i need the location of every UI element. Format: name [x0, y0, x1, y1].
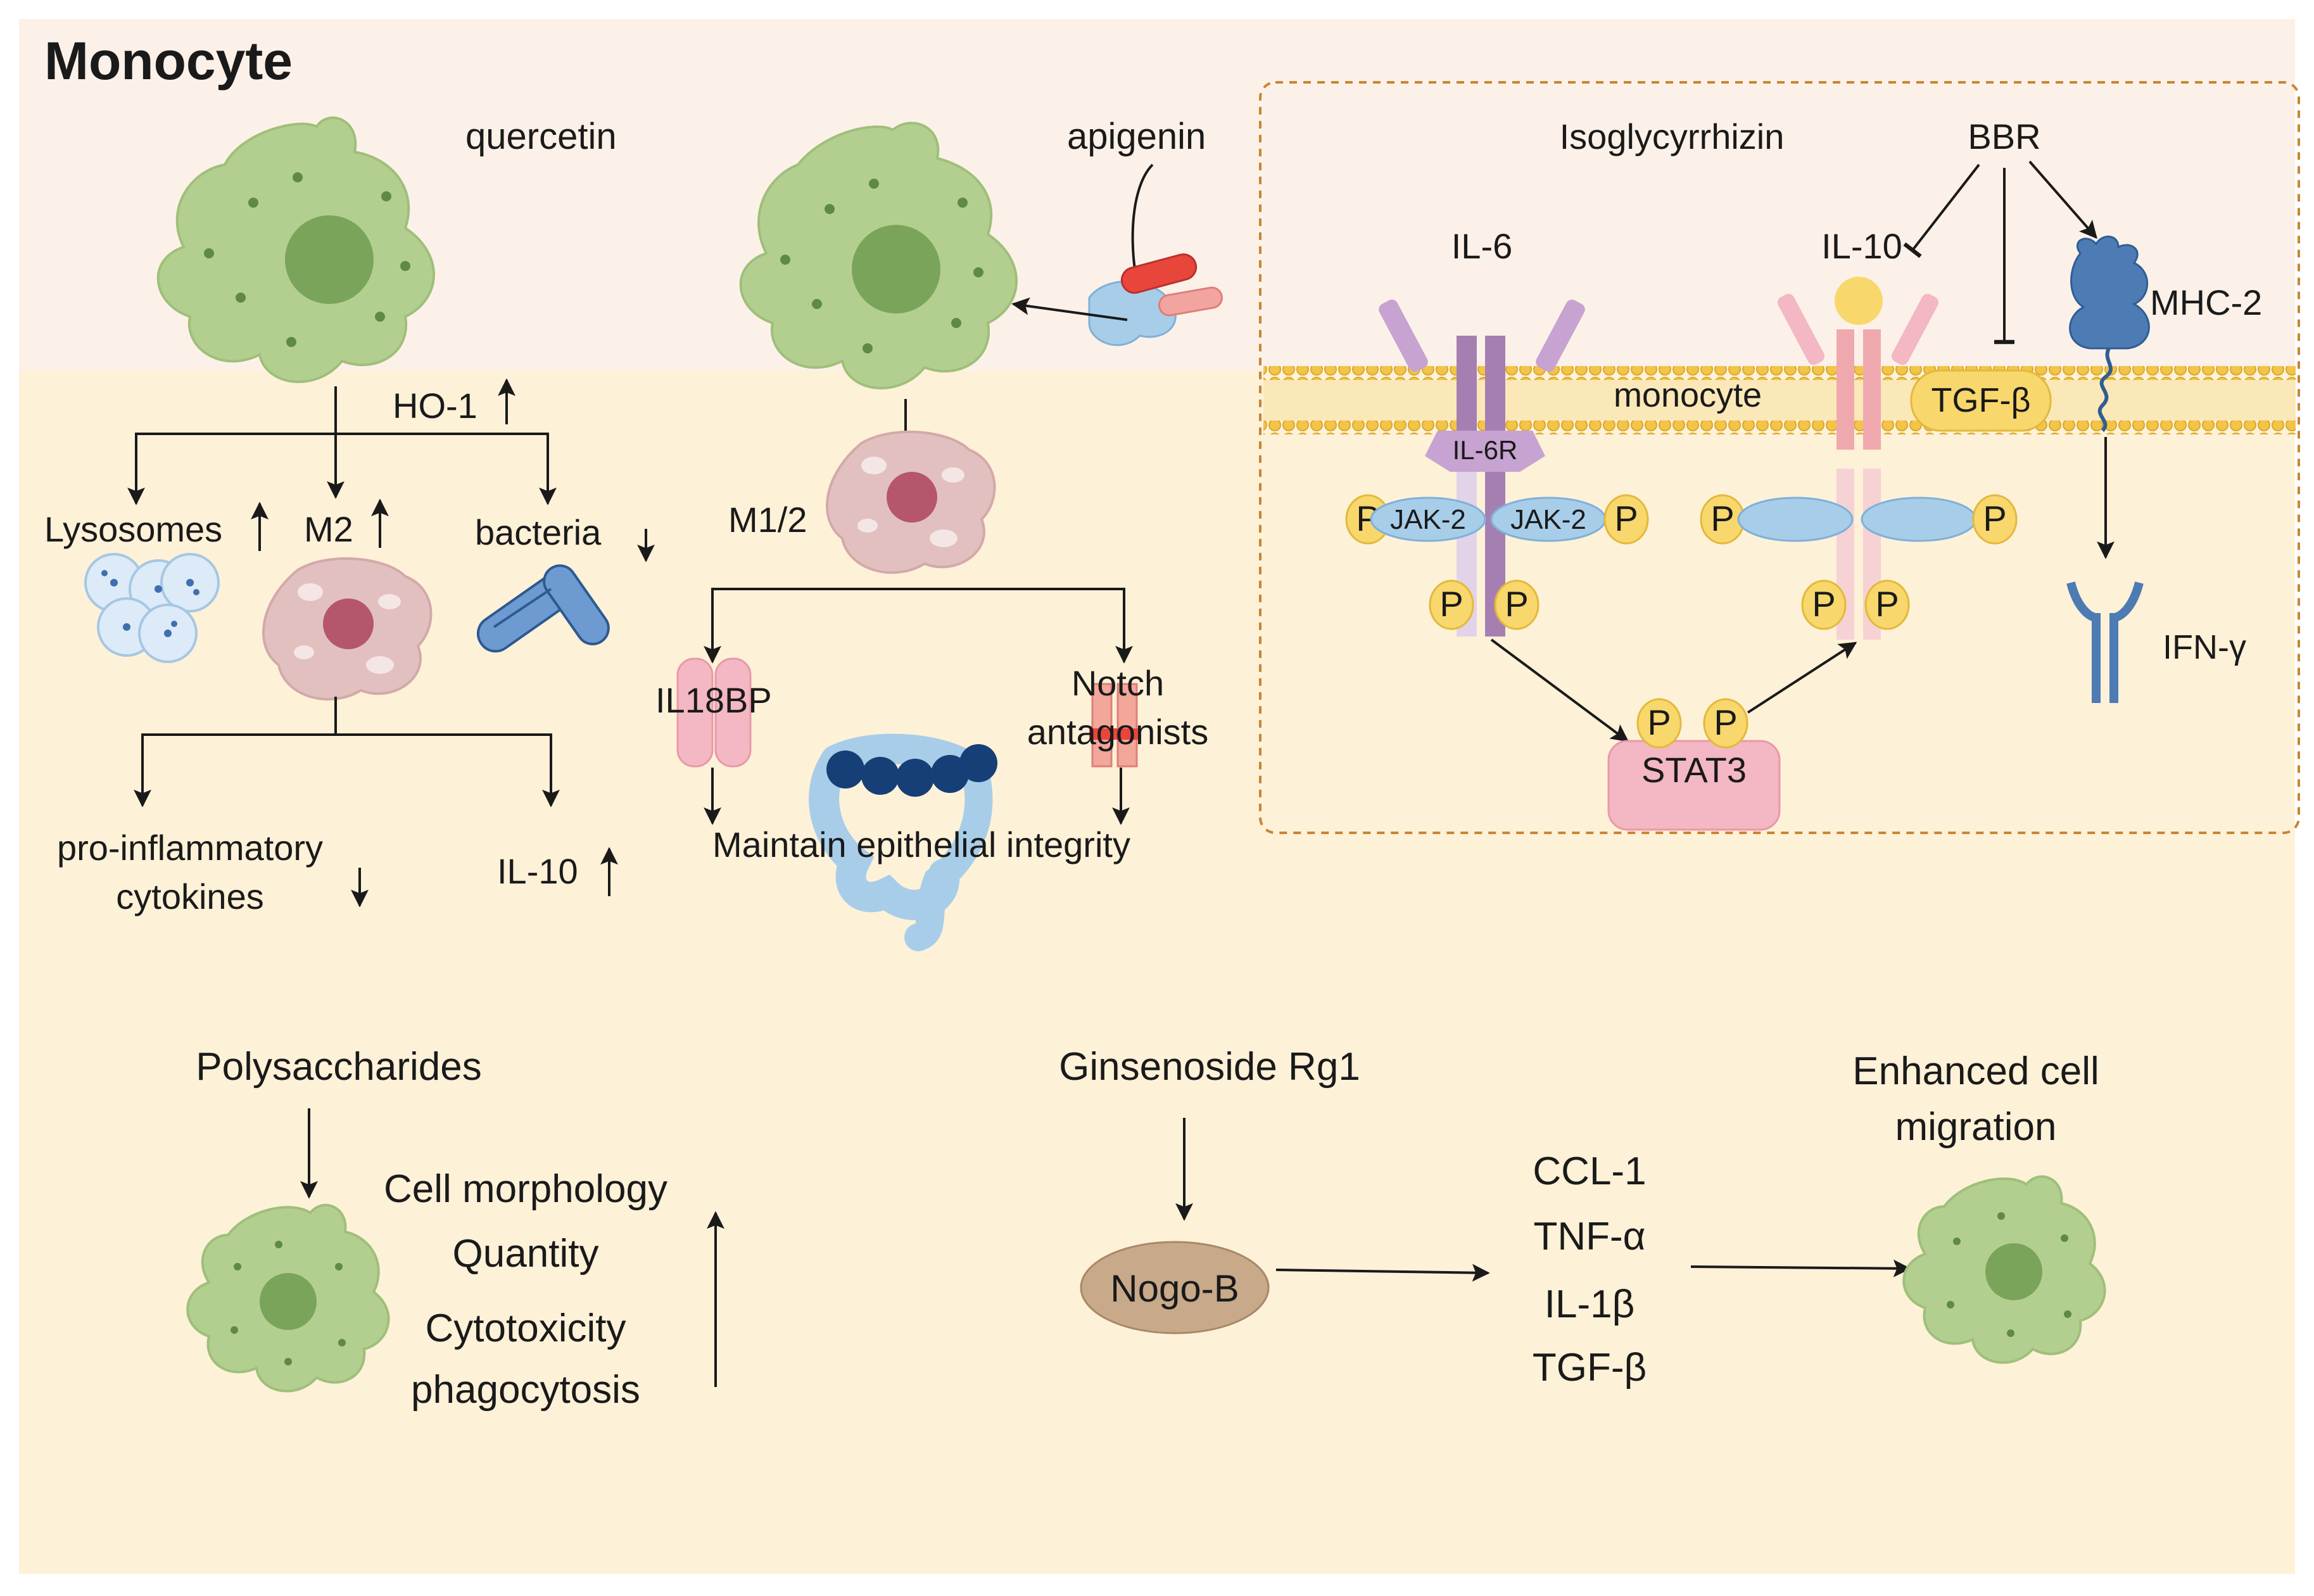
nucleus-icon: [285, 215, 374, 304]
bacteria-label: bacteria: [475, 512, 602, 552]
notch-icon: [1089, 683, 1140, 768]
stat3-label: STAT3: [1641, 750, 1747, 790]
poly-item-0: Cell morphology: [384, 1167, 667, 1211]
poly-item-1: Quantity: [453, 1232, 599, 1276]
monocyte-membrane-label: monocyte: [1614, 376, 1762, 414]
quercetin-panel: quercetin HO-1 Lysosomes M2 bacteria: [44, 116, 655, 916]
jak2-right-label: JAK-2: [1510, 504, 1586, 535]
il10-receptor-label: IL-10: [1821, 226, 1902, 266]
signaling-panel: Isoglycyrrhizin BBR IL-6 IL-10 MHC-2 mon…: [1259, 81, 2300, 834]
cytokine-ccl1: CCL-1: [1533, 1150, 1646, 1193]
result-label-2: migration: [1895, 1105, 2057, 1149]
cytokines-label: cytokines: [116, 877, 263, 916]
il10-up-label: IL-10: [497, 851, 578, 891]
tgfb-membrane-icon: [1910, 369, 2052, 432]
jak-right-icon: [1861, 497, 1977, 542]
jak-left-icon: [1737, 497, 1854, 542]
polysaccharides-label: Polysaccharides: [196, 1045, 481, 1089]
lysosomes-icon: [84, 553, 220, 663]
pro-inflammatory-label: pro-inflammatory: [57, 828, 323, 868]
nogo-b-label: Nogo-B: [1110, 1267, 1239, 1310]
isoglycyrrhizin-label: Isoglycyrrhizin: [1560, 117, 1785, 156]
migrating-macrophage-icon: [1902, 1175, 2106, 1364]
p-label-10: P: [1714, 702, 1737, 742]
ho1-label: HO-1: [393, 386, 477, 426]
m12-label: M1/2: [728, 500, 807, 540]
p-label-6: P: [1983, 498, 2006, 538]
il18bp-icon: [676, 657, 752, 768]
apigenin-label: apigenin: [1067, 116, 1206, 157]
polysaccharides-panel: Polysaccharides Cell morphology Quantity…: [186, 1045, 724, 1412]
p-label-8: P: [1875, 584, 1899, 624]
il18bp-label: IL18BP: [655, 680, 772, 720]
p-label-4: P: [1505, 584, 1528, 624]
poly-item-2: Cytotoxicity: [426, 1307, 626, 1350]
ifng-receptor-icon: [2066, 581, 2144, 703]
ginsenoside-panel: Ginsenoside Rg1 Nogo-B CCL-1 TNF-α IL-1β…: [1059, 1045, 2106, 1390]
poly-item-3: phagocytosis: [411, 1368, 640, 1412]
m2-cell-icon: [262, 557, 433, 700]
p-label-5: P: [1710, 498, 1734, 538]
cell-membrane: [1263, 366, 2296, 434]
ginsenoside-label: Ginsenoside Rg1: [1059, 1045, 1360, 1089]
stat3-icon: [1607, 740, 1781, 831]
quercetin-label: quercetin: [465, 116, 617, 157]
nogo-b-icon: [1080, 1241, 1270, 1334]
il6r-label: IL-6R: [1453, 435, 1518, 465]
result-label-1: Enhanced cell: [1852, 1049, 2099, 1093]
mhc2-icon: [2069, 236, 2150, 433]
m2-label: M2: [304, 509, 353, 549]
m12-cell-icon: [826, 430, 996, 574]
tgfb-membrane-label: TGF-β: [1931, 381, 2030, 419]
bbr-label: BBR: [1968, 117, 2040, 156]
cytokine-tgfb: TGF-β: [1533, 1346, 1647, 1390]
macrophage-small-icon: [186, 1203, 390, 1393]
p-label-7: P: [1812, 584, 1835, 624]
antagonists-label: antagonists: [1027, 712, 1208, 752]
apigenin-panel: apigenin M1/2 IL18BP: [655, 116, 1223, 951]
page-title: Monocyte: [44, 31, 293, 91]
intestine-icon: [809, 733, 997, 951]
jak2-left-label: JAK-2: [1390, 504, 1466, 535]
maintain-label: Maintain epithelial integrity: [712, 825, 1130, 864]
mhc2-label: MHC-2: [2150, 282, 2262, 322]
lysosomes-label: Lysosomes: [44, 509, 222, 549]
notch-label: Notch: [1072, 663, 1164, 703]
ifng-label: IFN-γ: [2163, 628, 2246, 666]
p-label-3: P: [1439, 584, 1463, 624]
bacteria-cluster-icon: [1088, 253, 1223, 346]
p-label-2: P: [1614, 498, 1638, 538]
il6-label: IL-6: [1451, 226, 1513, 266]
cytokine-tnfa: TNF-α: [1533, 1215, 1645, 1258]
cytokine-il1b: IL-1β: [1545, 1282, 1635, 1326]
bacteria-icon: [476, 564, 610, 653]
p-label-9: P: [1647, 702, 1671, 742]
